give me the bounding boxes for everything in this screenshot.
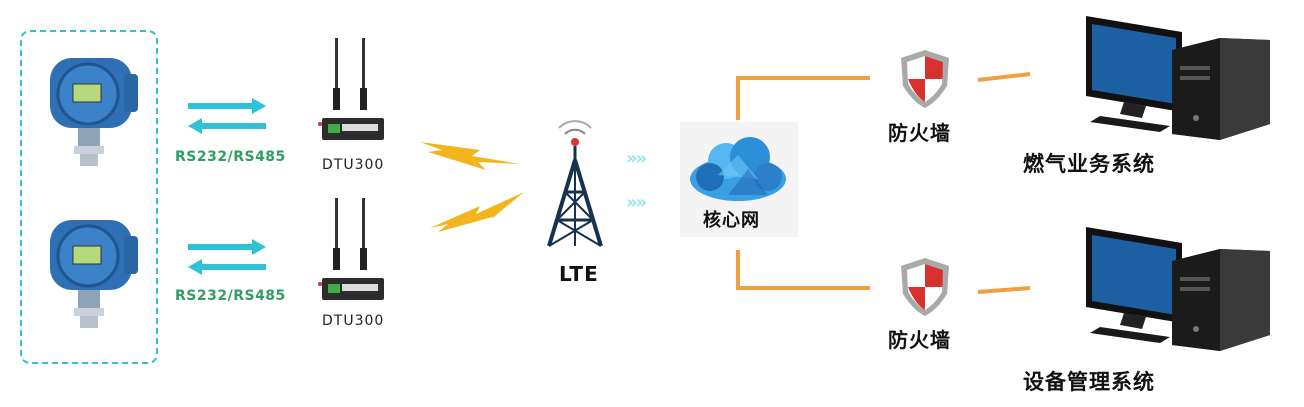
protocol-label-1: RS232/RS485	[175, 149, 286, 165]
firewall-shield-icon-2	[901, 258, 949, 316]
lte-label: LTE	[559, 262, 599, 286]
data-flow-chevrons-icon-2: »»	[626, 192, 647, 213]
firewall-label-1: 防火墙	[888, 121, 951, 145]
computer-icon-1	[1086, 16, 1270, 140]
protocol-label-2: RS232/RS485	[175, 288, 286, 304]
bidirectional-arrow-icon-2	[188, 239, 266, 275]
system-label-1: 燃气业务系统	[1023, 152, 1155, 176]
wireless-signal-icon	[420, 142, 524, 232]
firewall-label-2: 防火墙	[888, 328, 951, 352]
computer-icon-2	[1086, 227, 1270, 351]
sensor-group-frame	[20, 30, 158, 364]
cloud-icon	[690, 137, 786, 201]
network-links	[736, 72, 1031, 294]
pressure-transmitter-2	[50, 220, 138, 328]
data-flow-chevrons-icon-1: »»	[626, 148, 647, 169]
lte-tower-icon	[547, 120, 603, 247]
pressure-transmitter-1	[50, 58, 138, 166]
bidirectional-arrow-icon-1	[188, 98, 266, 134]
system-label-2: 设备管理系统	[1023, 370, 1155, 394]
dtu-device-icon-2	[318, 198, 384, 300]
firewall-shield-icon-1	[901, 50, 949, 108]
core-network-label: 核心网	[703, 210, 760, 231]
dtu-device-icon-1	[318, 38, 384, 140]
dtu-label-1: DTU300	[322, 157, 385, 173]
dtu-label-2: DTU300	[322, 313, 385, 329]
